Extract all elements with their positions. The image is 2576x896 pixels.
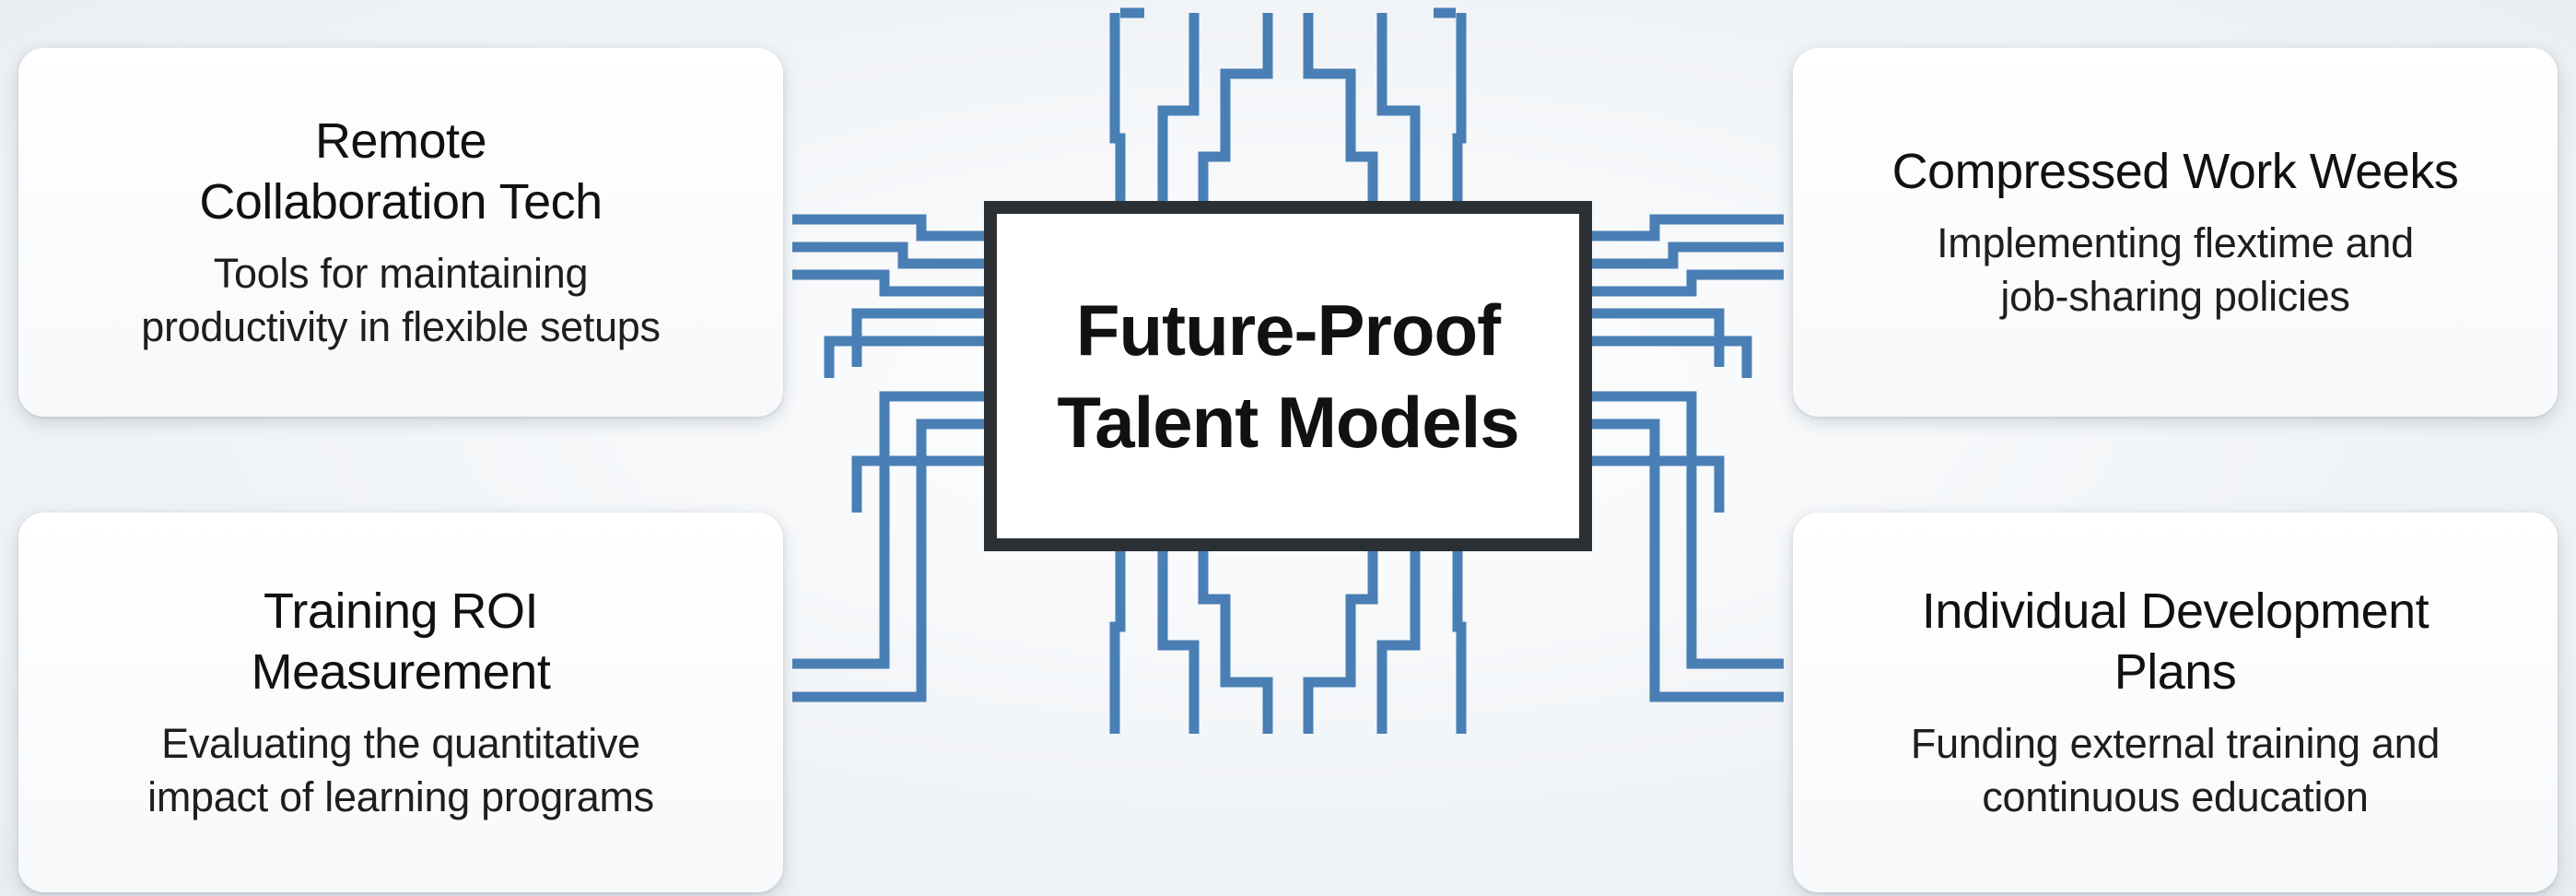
trace-top-4 bbox=[1303, 13, 1378, 201]
center-title: Future-Proof Talent Models bbox=[1057, 289, 1519, 463]
trace-right-bottom-1 bbox=[1592, 391, 1784, 669]
trace-bottom-6 bbox=[1452, 551, 1467, 734]
card-title: Remote Collaboration Tech bbox=[199, 113, 603, 230]
trace-left-top-2 bbox=[792, 242, 984, 269]
trace-right-top-5 bbox=[1592, 336, 1752, 378]
trace-bottom-5 bbox=[1376, 551, 1421, 734]
trace-bottom-4 bbox=[1303, 551, 1378, 734]
trace-top-1 bbox=[1109, 13, 1126, 201]
trace-left-top-3 bbox=[792, 269, 984, 297]
trace-top-2 bbox=[1157, 13, 1200, 201]
trace-top-3 bbox=[1198, 13, 1273, 201]
trace-right-bottom-3 bbox=[1592, 455, 1725, 513]
trace-left-top-5 bbox=[824, 336, 984, 378]
card-description: Tools for maintaining productivity in fl… bbox=[141, 250, 661, 350]
trace-right-top-1 bbox=[1592, 214, 1784, 242]
trace-right-top-3 bbox=[1592, 269, 1784, 297]
trace-left-top-4 bbox=[851, 308, 984, 367]
card-compressed-work-weeks: Compressed Work Weeks Implementing flext… bbox=[1793, 48, 2558, 417]
center-hub: Future-Proof Talent Models bbox=[984, 201, 1592, 551]
card-description: Implementing flextime and job-sharing po… bbox=[1937, 219, 2414, 320]
card-training-roi: Training ROI Measurement Evaluating the … bbox=[18, 513, 783, 892]
card-title: Individual Development Plans bbox=[1921, 584, 2430, 700]
card-description: Evaluating the quantitative impact of le… bbox=[147, 720, 654, 820]
card-title: Training ROI Measurement bbox=[251, 584, 551, 700]
trace-right-top-2 bbox=[1592, 242, 1784, 269]
trace-right-bottom-2 bbox=[1592, 419, 1784, 702]
trace-left-bottom-3 bbox=[851, 455, 984, 513]
trace-top-6 bbox=[1452, 13, 1467, 201]
trace-right-top-4 bbox=[1592, 308, 1725, 367]
trace-left-top-1 bbox=[792, 214, 984, 242]
trace-left-bottom-2 bbox=[792, 419, 984, 702]
trace-left-bottom-1 bbox=[792, 391, 984, 669]
trace-top-5 bbox=[1376, 13, 1421, 201]
card-individual-development: Individual Development Plans Funding ext… bbox=[1793, 513, 2558, 892]
trace-bottom-3 bbox=[1198, 551, 1273, 734]
trace-bottom-2 bbox=[1157, 551, 1200, 734]
trace-bottom-1 bbox=[1109, 551, 1126, 734]
card-description: Funding external training and continuous… bbox=[1910, 720, 2441, 820]
card-remote-collaboration: Remote Collaboration Tech Tools for main… bbox=[18, 48, 783, 417]
card-title: Compressed Work Weeks bbox=[1891, 144, 2459, 199]
